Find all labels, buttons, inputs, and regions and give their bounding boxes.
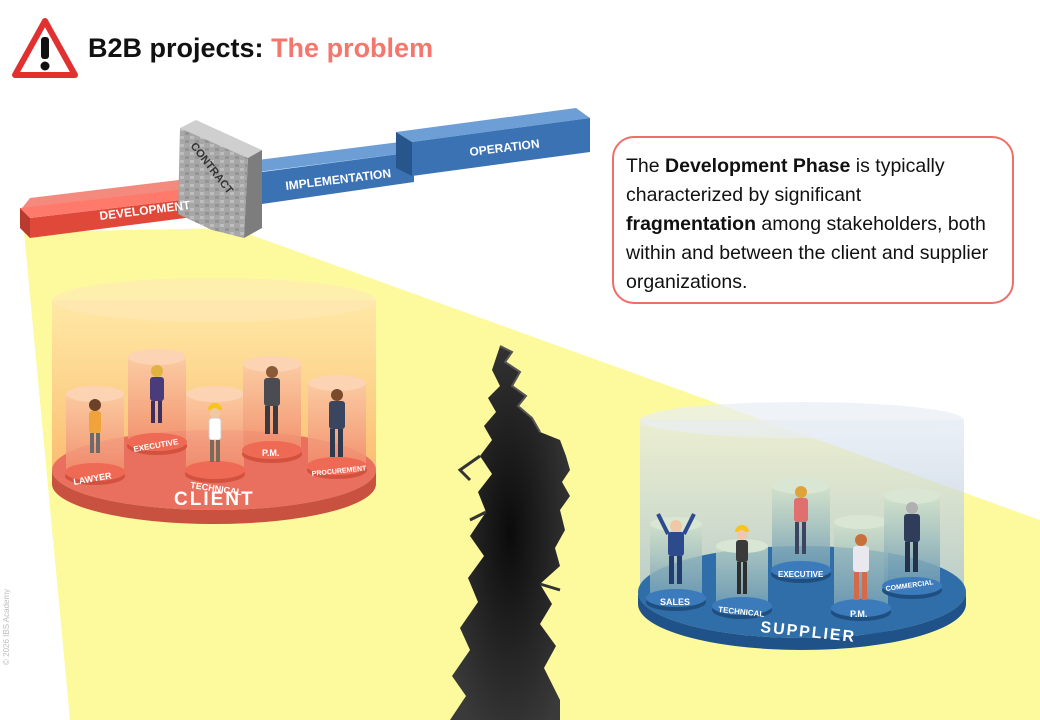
supplier-role-pm: P.M. [850, 609, 867, 619]
contract-wall [178, 120, 262, 238]
client-group: LAWYER EXECUTIVE TECHNICAL P.M. PROCUREM… [52, 278, 376, 524]
person-executive-icon [150, 365, 164, 423]
callout-text-2: is typically characterized by significan… [626, 155, 945, 206]
client-label: CLIENT [174, 489, 255, 510]
person-pm-icon [264, 366, 280, 434]
person-procurement-icon [329, 389, 345, 457]
copyright: © 2026 IBS Academy [2, 588, 11, 665]
callout-text-3: among stakeholders, both within and betw… [626, 213, 989, 293]
person-commercial-icon [904, 502, 920, 572]
beam-operation [396, 108, 590, 176]
client-role-pm: P.M. [262, 448, 279, 458]
supplier-discs [646, 561, 942, 621]
title-accent: The problem [271, 32, 434, 63]
person-lawyer-icon [89, 399, 101, 453]
title-prefix: B2B projects: [88, 32, 264, 63]
callout-bold-1: Development Phase [665, 155, 851, 177]
person-supplier-technical-icon [735, 525, 749, 594]
client-pillars [66, 349, 366, 474]
client-discs [65, 433, 367, 485]
description-callout: The Development Phase is typically chara… [612, 136, 1014, 304]
callout-bold-2: fragmentation [626, 213, 757, 235]
supplier-people [656, 486, 920, 600]
page-title: B2B projects: The problem [88, 33, 433, 64]
person-sales-icon [656, 513, 696, 584]
supplier-group: SALES TECHNICAL EXECUTIVE P.M. COMMERCIA… [638, 402, 966, 650]
person-technical-icon [208, 403, 222, 462]
supplier-role-sales: SALES [660, 597, 690, 607]
crack [450, 345, 570, 720]
callout-text-1: The [626, 155, 666, 177]
phase-timeline: DEVELOPMENT CONTRACT IMPLEMENTATION OPER… [20, 108, 590, 238]
warning-icon [12, 18, 78, 78]
person-supplier-executive-icon [794, 486, 808, 554]
supplier-role-executive: EXECUTIVE [778, 570, 824, 579]
header: B2B projects: The problem [12, 16, 433, 80]
person-supplier-pm-icon [853, 534, 869, 600]
client-people [89, 365, 345, 462]
